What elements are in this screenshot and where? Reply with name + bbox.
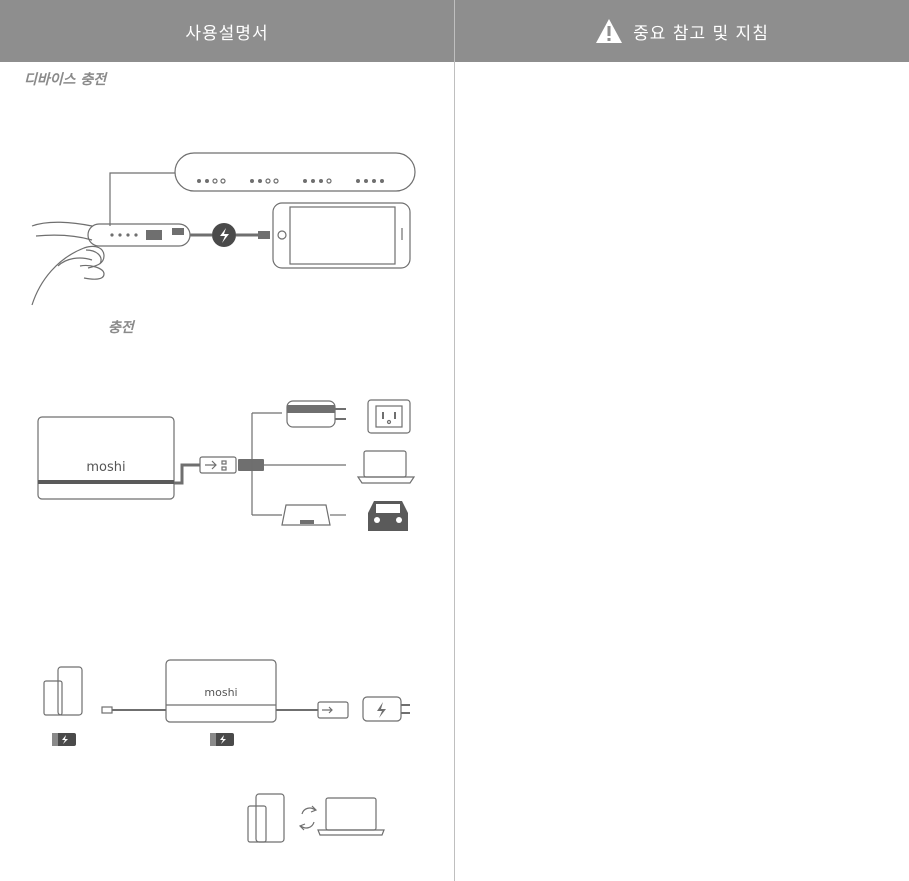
- section-label-charge-device: 디바이스 충전: [24, 69, 106, 89]
- left-header-title: 사용설명서: [185, 19, 268, 44]
- charging-sources-illustration: moshi: [0, 395, 454, 535]
- right-page: 중요 참고 및 지침: [455, 0, 909, 881]
- battery-charging-icon: [52, 733, 76, 746]
- right-header: 중요 참고 및 지침: [455, 0, 909, 62]
- battery-charging-icon: [210, 733, 234, 746]
- warning-icon: [595, 18, 623, 44]
- charging-device-illustration: [0, 140, 454, 310]
- pass-through-charging-illustration: moshi: [0, 655, 454, 755]
- section-label-charge: 충전: [108, 317, 134, 337]
- brand-logo-2: moshi: [204, 686, 237, 699]
- left-page: 사용설명서 디바이스 충전: [0, 0, 454, 881]
- sync-illustration: [0, 790, 454, 850]
- left-header: 사용설명서: [0, 0, 454, 62]
- right-header-title: 중요 참고 및 지침: [633, 19, 769, 44]
- brand-logo-1: moshi: [86, 460, 125, 475]
